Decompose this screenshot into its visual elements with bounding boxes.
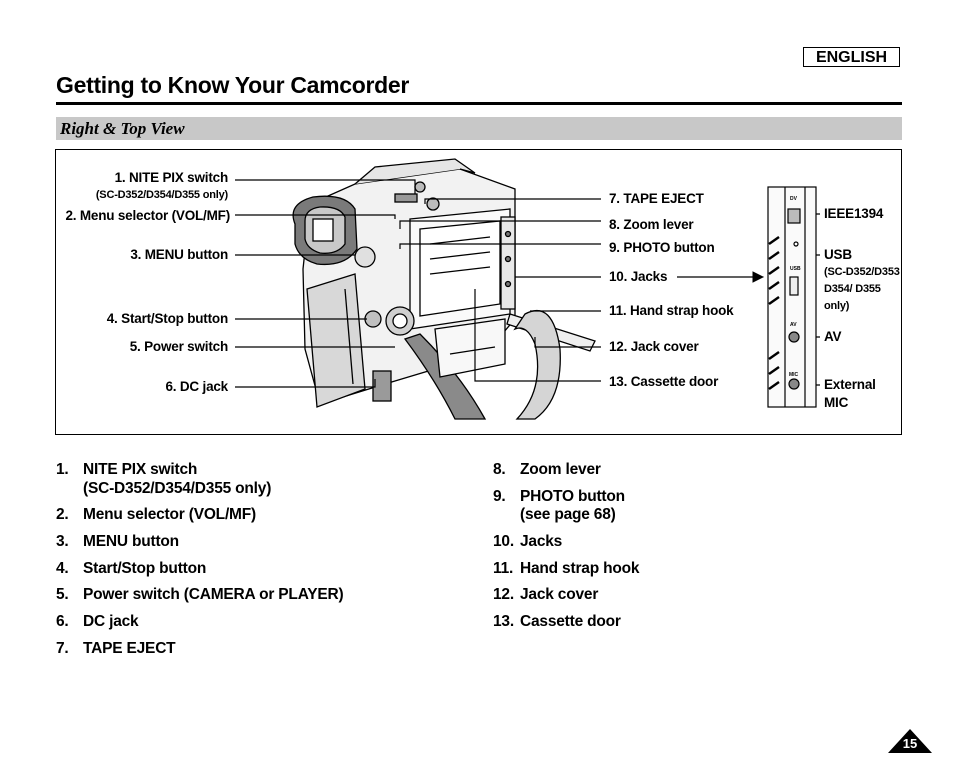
callout-menu-selector: 2. Menu selector (VOL/MF): [65, 208, 230, 223]
title-rule: [56, 102, 902, 105]
tiny-av-label: AV: [790, 322, 797, 328]
callout-av: AV: [824, 329, 842, 344]
tiny-usb-label: USB: [790, 266, 801, 272]
list-item: 3.MENU button: [56, 533, 179, 550]
jack-panel-drawing: [767, 186, 817, 408]
tiny-mic-label: MIC: [789, 372, 799, 378]
callout-start-stop: 4. Start/Stop button: [106, 311, 228, 326]
list-item: 8.Zoom lever: [493, 461, 601, 478]
list-item: 12.Jack cover: [493, 586, 599, 603]
callout-zoom-lever: 8. Zoom lever: [609, 217, 694, 232]
section-bar: [56, 117, 902, 140]
list-item: 2.Menu selector (VOL/MF): [56, 506, 257, 523]
camcorder-drawing: [292, 158, 596, 420]
list-item: 1.NITE PIX switch: [56, 461, 198, 478]
callout-usb-models-1: (SC-D352/D353: [824, 266, 900, 278]
list-item: 4.Start/Stop button: [56, 560, 207, 577]
callout-power-switch: 5. Power switch: [129, 339, 228, 354]
callout-usb: USB: [824, 247, 852, 262]
callout-external-mic-2: MIC: [824, 395, 849, 410]
list-item: 10.Jacks: [493, 533, 563, 550]
language-badge: ENGLISH: [803, 47, 900, 67]
callout-photo-button: 9. PHOTO button: [609, 240, 715, 255]
callout-external-mic-1: External: [824, 377, 876, 392]
list-item: 5.Power switch (CAMERA or PLAYER): [56, 586, 344, 603]
list-item: (SC-D352/D354/D355 only): [83, 480, 272, 497]
arrow-icon: [677, 271, 765, 283]
list-item: 13.Cassette door: [493, 613, 621, 630]
page-number: 15: [902, 736, 918, 751]
list-item: 11.Hand strap hook: [493, 560, 640, 577]
callout-dc-jack: 6. DC jack: [165, 379, 228, 394]
callout-ieee1394: IEEE1394: [824, 206, 884, 221]
callout-jacks: 10. Jacks: [609, 269, 668, 284]
callout-hand-strap: 11. Hand strap hook: [609, 303, 734, 318]
figure-frame: [55, 149, 902, 435]
callout-usb-models-2: D354/ D355: [824, 283, 881, 295]
callout-tape-eject: 7. TAPE EJECT: [609, 191, 704, 206]
list-item: (see page 68): [520, 506, 616, 523]
tiny-dv-label: DV: [790, 196, 797, 202]
callout-jack-cover: 12. Jack cover: [609, 339, 699, 354]
section-title: Right & Top View: [60, 119, 185, 138]
camcorder-illustration: [235, 158, 820, 420]
page-title: Getting to Know Your Camcorder: [56, 72, 410, 98]
callout-nite-pix: 1. NITE PIX switch: [114, 170, 229, 185]
callout-usb-models-3: only): [824, 300, 850, 312]
page-number-badge: 15: [888, 729, 932, 753]
list-item: 7.TAPE EJECT: [56, 640, 176, 657]
callout-nite-pix-models: (SC-D352/D354/D355 only): [95, 189, 228, 201]
callout-menu-button: 3. MENU button: [130, 247, 228, 262]
list-item: 6.DC jack: [56, 613, 139, 630]
callout-cassette-door: 13. Cassette door: [609, 374, 719, 389]
list-item: 9.PHOTO button: [493, 488, 625, 505]
page-number-triangle: [888, 729, 932, 753]
